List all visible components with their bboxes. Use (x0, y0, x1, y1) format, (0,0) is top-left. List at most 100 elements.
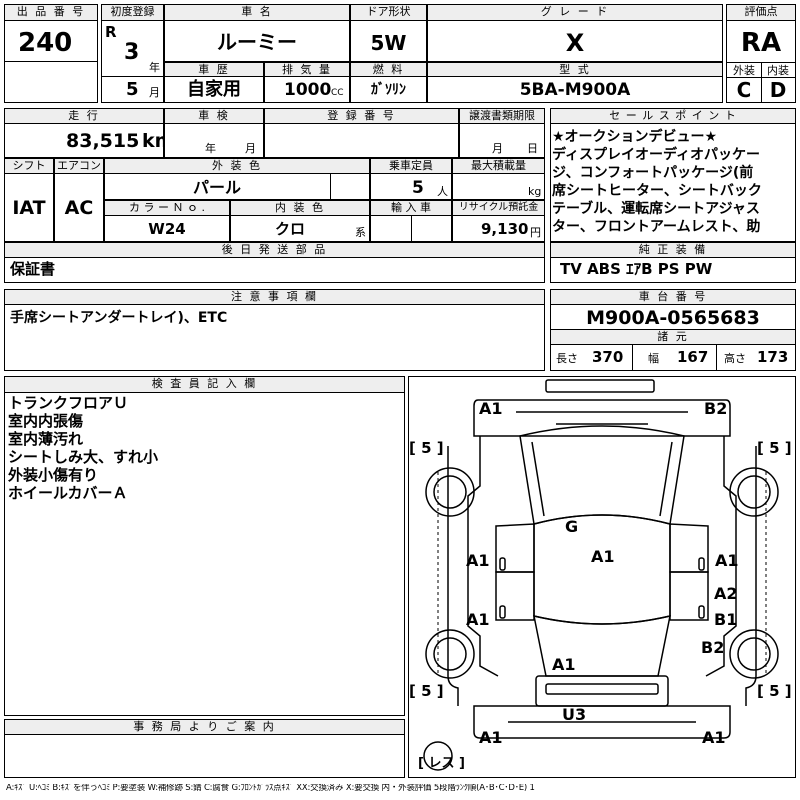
sales-points-label: セ ー ル ス ポ イ ン ト (550, 108, 796, 124)
mark-g-windshield: G (565, 517, 579, 536)
inspector-line: シートしみ大、すれ小 (8, 448, 159, 466)
inspector-line: 外装小傷有り (8, 466, 99, 484)
tire-front-left: [ 5 ] (409, 439, 444, 457)
recycle-unit: 円 (530, 226, 541, 239)
chassis-value: M900A-0565683 (586, 307, 760, 329)
displacement-unit: CC (331, 88, 344, 98)
recycle-label: リサイクル預託金 (452, 200, 545, 216)
displacement-value: 1000 (284, 80, 332, 100)
int-rating-label: 内装 (767, 64, 789, 77)
sales-point-line: 席シートヒーター、シートバック (552, 183, 762, 199)
mark-a1-top-left: A1 (479, 399, 503, 418)
capacity-value: 5 (412, 178, 424, 198)
fuel-label: 燃 料 (350, 62, 427, 77)
inspection-month-unit: 月 (245, 142, 256, 155)
equipment-value: TV ABS ｴｱB PS PW (560, 260, 713, 278)
inspection-label: 車 検 (164, 108, 264, 124)
color-no-value: W24 (148, 220, 186, 238)
legend: A:ｷｽﾞ U:ﾍｺﾐ B:ｷｽﾞを伴うﾍｺﾐ P:要塗装 W:補修跡 S:錆 … (6, 784, 535, 793)
spec-width: 167 (677, 348, 709, 366)
spec-length: 370 (592, 348, 624, 366)
notes-value: 手席シートアンダートレイ)、ETC (10, 310, 228, 326)
later-parts-value: 保証書 (10, 260, 56, 278)
aircon-label: エアコン (54, 158, 104, 174)
mark-a1-bottom-right: A1 (702, 728, 726, 747)
mark-b1-right: B1 (714, 610, 738, 629)
lot-number: 240 (18, 28, 73, 58)
ext-color-label: 外 装 色 (104, 158, 370, 174)
sales-points-text: ★オークションデビュー★ ディスプレイオーディオパッケー ジ、コンフォートパッケ… (552, 128, 796, 236)
mark-a1-center: A1 (591, 547, 615, 566)
capacity-label: 乗車定員 (370, 158, 452, 174)
tire-rear-left: [ 5 ] (409, 682, 444, 700)
mark-u3-rear: U3 (562, 705, 587, 724)
reg-no-label: 登 録 番 号 (264, 108, 459, 124)
sales-point-line: ジ、コンフォートパッケージ(前 (552, 165, 754, 181)
first-reg-year: 3 (124, 40, 140, 65)
later-parts-label: 後 日 発 送 部 品 (4, 242, 545, 258)
ext-color-value: パール (192, 178, 241, 197)
mileage-value: 83,515 (66, 130, 140, 152)
int-color-unit: 系 (355, 226, 366, 239)
sales-points-box (550, 108, 796, 242)
grade-label: グ レ ー ド (427, 4, 723, 21)
chassis-label: 車 台 番 号 (550, 289, 796, 305)
sales-point-line: ター、フロントアームレスト、助 (552, 219, 761, 235)
inspector-line: ホイールカバーＡ (8, 484, 128, 502)
shift-label: シフト (4, 158, 54, 174)
spec-length-label: 長さ (556, 352, 578, 365)
door-label: ドア形状 (350, 4, 427, 21)
inspector-line: トランクフロアＵ (8, 394, 129, 412)
max-load-label: 最大積載量 (452, 158, 545, 174)
rating-label: 評価点 (726, 4, 796, 21)
door-value: 5W (370, 31, 407, 55)
fuel-value: ｶﾞｿﾘﾝ (371, 82, 406, 98)
inspector-label: 検 査 員 記 入 欄 (4, 376, 405, 393)
mark-a1-bottom-left: A1 (479, 728, 503, 747)
history-label: 車 歴 (164, 62, 264, 77)
recycle-value: 9,130 (481, 220, 529, 238)
transfer-day-unit: 日 (527, 142, 538, 155)
transfer-month-unit: 月 (492, 142, 503, 155)
mark-a1-right-front-door: A1 (715, 551, 739, 570)
lot-label: 出 品 番 号 (4, 4, 98, 21)
specs-label: 諸 元 (550, 329, 796, 345)
spec-height: 173 (757, 348, 789, 366)
int-color-label: 内 装 色 (230, 200, 370, 216)
ext-rating-label: 外装 (733, 64, 755, 77)
model-label: 車 名 (164, 4, 350, 21)
mark-b2-top-right: B2 (704, 399, 728, 418)
int-rating: D (769, 78, 787, 102)
import-label: 輸 入 車 (370, 200, 452, 216)
rating-score: RA (740, 28, 782, 58)
inspector-line: 室内薄汚れ (8, 430, 84, 448)
car-diagram-box (408, 376, 796, 778)
aircon-value: AC (64, 197, 94, 219)
shift-value: IAT (12, 197, 46, 219)
type-value: 5BA-M900A (519, 80, 631, 100)
car-diagram (423, 379, 779, 771)
notes-label: 注 意 事 項 欄 (4, 289, 545, 305)
model-name: ルーミー (217, 30, 297, 54)
max-load-unit: kg (528, 185, 542, 198)
int-color-value: クロ (274, 220, 305, 238)
mark-b2-right-rear: B2 (701, 638, 725, 657)
mileage-label: 走 行 (4, 108, 164, 124)
inspection-year-unit: 年 (205, 142, 216, 155)
mark-a1-left-rear-door: A1 (466, 610, 490, 629)
office-label: 事 務 局 よ り ご 案 内 (4, 719, 405, 735)
sales-point-line: テーブル、運転席シートアジャス (552, 201, 760, 217)
tire-rear-right: [ 5 ] (757, 682, 792, 700)
sales-point-line: ディスプレイオーディオパッケー (552, 147, 761, 163)
spec-height-label: 高さ (724, 352, 746, 365)
inspector-text: トランクフロアＵ 室内内張傷 室内薄汚れ シートしみ大、すれ小 外装小傷有り ホ… (8, 394, 158, 502)
first-reg-era: R (105, 23, 117, 41)
displacement-label: 排 気 量 (264, 62, 350, 77)
color-no-label: カ ラ ー Ｎ ｏ . (104, 200, 230, 216)
capacity-unit: 人 (437, 185, 448, 198)
history-value: 自家用 (187, 79, 241, 100)
mark-a1-rear: A1 (552, 655, 576, 674)
grade-value: X (565, 29, 585, 57)
inspector-line: 室内内張傷 (8, 412, 84, 430)
first-reg-label: 初度登録 (101, 4, 164, 21)
